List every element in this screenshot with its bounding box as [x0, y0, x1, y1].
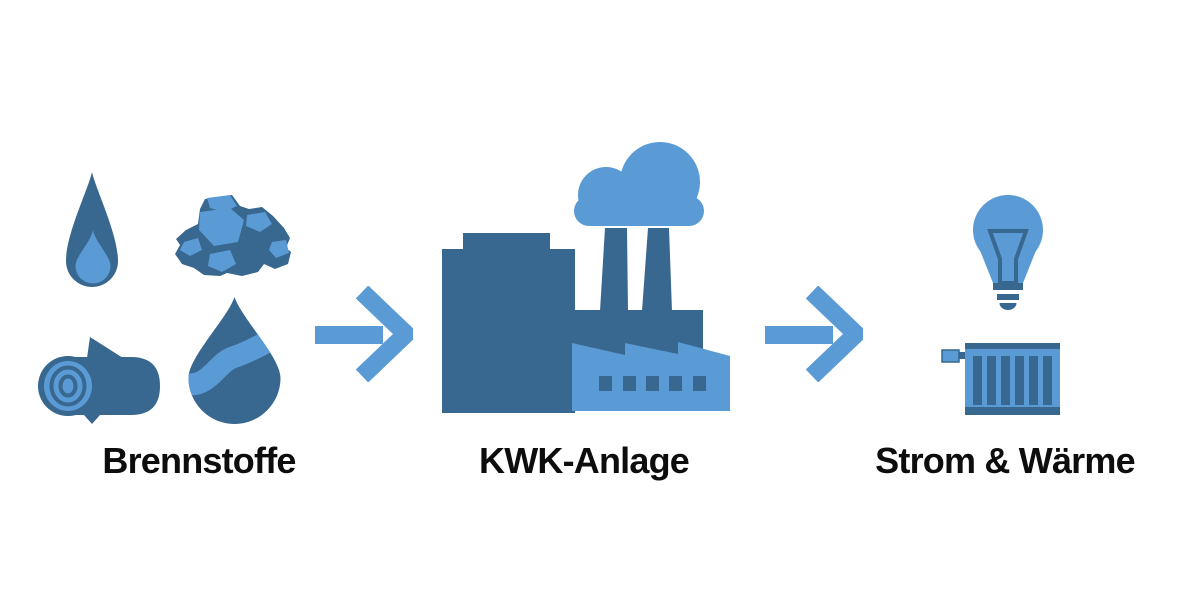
- smoke-cloud-icon: [574, 142, 704, 226]
- coal-icon: [175, 195, 291, 276]
- log-icon: [38, 337, 160, 424]
- gas-flame-icon: [66, 172, 118, 287]
- factory-icon: [442, 142, 730, 413]
- water-drop-icon: [188, 297, 281, 424]
- arrow-right-icon: [765, 286, 863, 382]
- output-label: Strom & Wärme: [875, 440, 1135, 481]
- lightbulb-icon: [973, 195, 1043, 310]
- fuels-label: Brennstoffe: [102, 440, 296, 481]
- arrow-right-icon: [315, 286, 413, 382]
- output-group: [900, 0, 1200, 602]
- plant-label: KWK-Anlage: [479, 440, 690, 481]
- radiator-icon: [941, 343, 1060, 415]
- fuels-group: [0, 0, 320, 602]
